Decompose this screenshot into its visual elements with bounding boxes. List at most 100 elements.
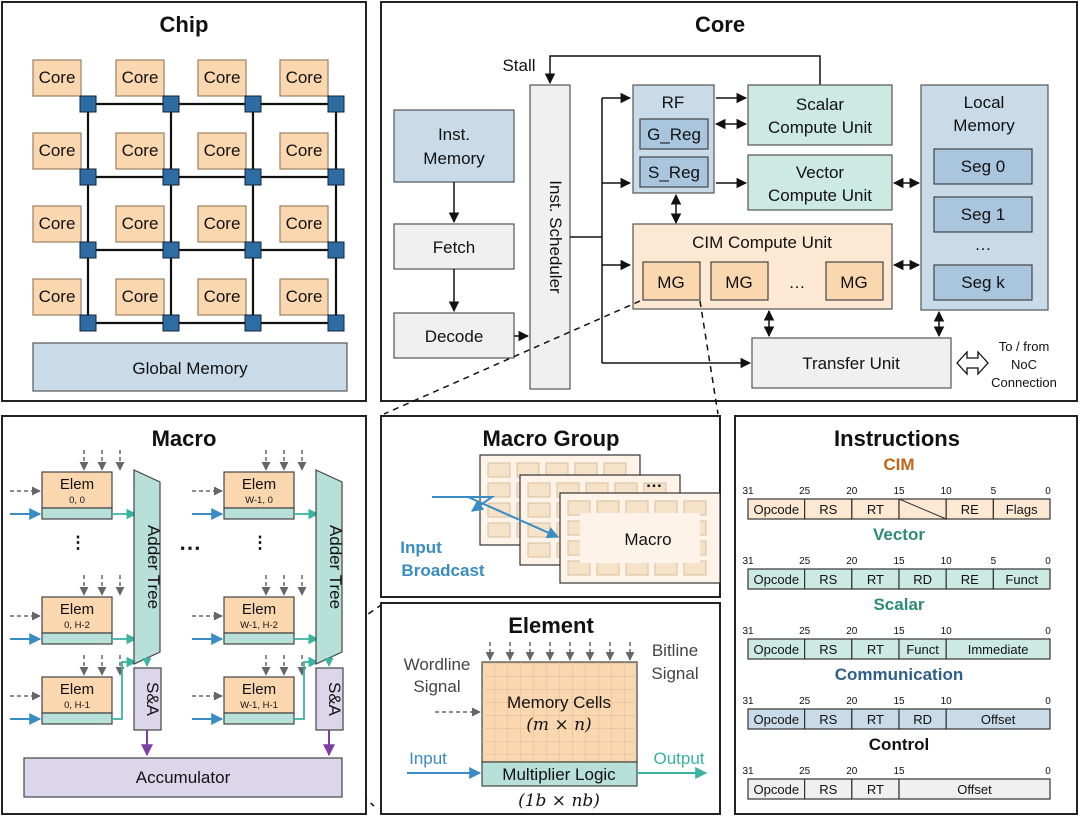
chip-core-label: Core [204,214,241,233]
bit-number: 10 [941,556,953,567]
instr-field-label: RT [867,642,884,657]
bit-number: 15 [893,766,905,777]
bit-number: 5 [991,556,997,567]
instr-field-label: RD [913,712,932,727]
chip-core-0-3 [279,59,329,97]
instr-field-label: Opcode [754,502,800,517]
instr-field-label: RS [819,712,837,727]
bit-number: 15 [893,556,905,567]
instr-field-label: RS [819,502,837,517]
instr-field-label: RE [961,502,979,517]
chip-core-0-2 [197,59,247,97]
format-title-communication: Communication [835,665,963,684]
router-icon [327,95,345,113]
instr-field-label: Opcode [754,572,800,587]
instr-field-label: Funct [1005,572,1038,587]
element-input: Input [409,749,447,768]
bit-number: 31 [742,486,754,497]
noc-line1: To / from [999,339,1050,354]
bit-number: 31 [742,766,754,777]
router-icon [79,168,97,186]
element-title: Element [508,613,594,638]
instr-field-label: Opcode [754,782,800,797]
bit-number: 15 [893,486,905,497]
seg-ellipsis: … [975,235,992,254]
instr-field-label: Flags [1006,502,1038,517]
router-icon [244,168,262,186]
router-icon [79,241,97,259]
bit-number: 10 [941,626,953,637]
chip-core-3-2 [197,278,247,316]
router-icon [244,314,262,332]
stall-label: Stall [502,56,535,75]
instr-field [898,778,1051,800]
bit-number: 10 [941,696,953,707]
bit-number: 25 [799,626,811,637]
bitline-line2: Signal [651,664,698,683]
router-icon [327,241,345,259]
core-title: Core [695,12,745,37]
noc-line2: NoC [1011,357,1037,372]
elem-label: Elem [242,476,276,493]
rf-label: RF [662,93,685,112]
mg-box-2: MG [725,273,752,292]
elem-index: 0, H-1 [64,700,90,711]
elem-label: Elem [242,681,276,698]
elem-label: Elem [60,601,94,618]
instr-field-label: RT [867,502,884,517]
elem-index: W-1, H-1 [240,700,278,711]
chip-core-label: Core [39,214,76,233]
multiplier-dims: (1b × nb) [518,791,600,811]
bit-number: 15 [893,626,905,637]
elem-index: W-1, H-2 [240,620,278,631]
macro-elem [223,471,295,509]
instr-field [945,638,1051,660]
format-title-scalar: Scalar [873,595,924,614]
instr-field-label: RT [867,782,884,797]
macro-label: Macro [624,530,671,549]
mg-ellipsis: … [789,273,806,292]
macro-stack [479,454,721,584]
chip-core-3-1 [115,278,165,316]
bit-number: 20 [846,766,858,777]
macro-elem [41,596,113,634]
chip-core-2-0 [32,205,82,243]
svg-text:⋮: ⋮ [252,533,269,552]
chip-core-label: Core [122,141,159,160]
bit-number: 31 [742,556,754,567]
chip-core-2-3 [279,205,329,243]
macro-group-panel: Macro Group Macro … Input Broadcast [380,415,721,598]
instr-field-label: Offset [957,782,992,797]
chip-core-label: Core [204,287,241,306]
chip-core-2-2 [197,205,247,243]
chip-core-3-3 [279,278,329,316]
router-icon [327,168,345,186]
accumulator: Accumulator [136,768,231,787]
instr-field-label: Funct [906,642,939,657]
router-icon [79,95,97,113]
bit-number: 0 [1045,556,1051,567]
vector-unit-line1: Vector [796,163,845,182]
chip-core-0-0 [32,59,82,97]
memory-cells-dims: (m × n) [526,715,591,735]
chip-core-label: Core [39,141,76,160]
macro-group-title: Macro Group [483,426,620,451]
router-icon [244,241,262,259]
adder-tree-1: Adder Tree [144,525,163,609]
fetch-box: Fetch [433,238,476,257]
bit-number: 25 [799,486,811,497]
scalar-unit-line1: Scalar [796,95,845,114]
wordline-line1: Wordline [404,655,471,674]
chip-core-label: Core [204,141,241,160]
elem-index: W-1, 0 [245,495,273,506]
bit-number: 5 [991,486,997,497]
chip-core-label: Core [286,287,323,306]
format-title-control: Control [869,735,929,754]
chip-core-label: Core [122,68,159,87]
instr-field-label: RT [867,572,884,587]
